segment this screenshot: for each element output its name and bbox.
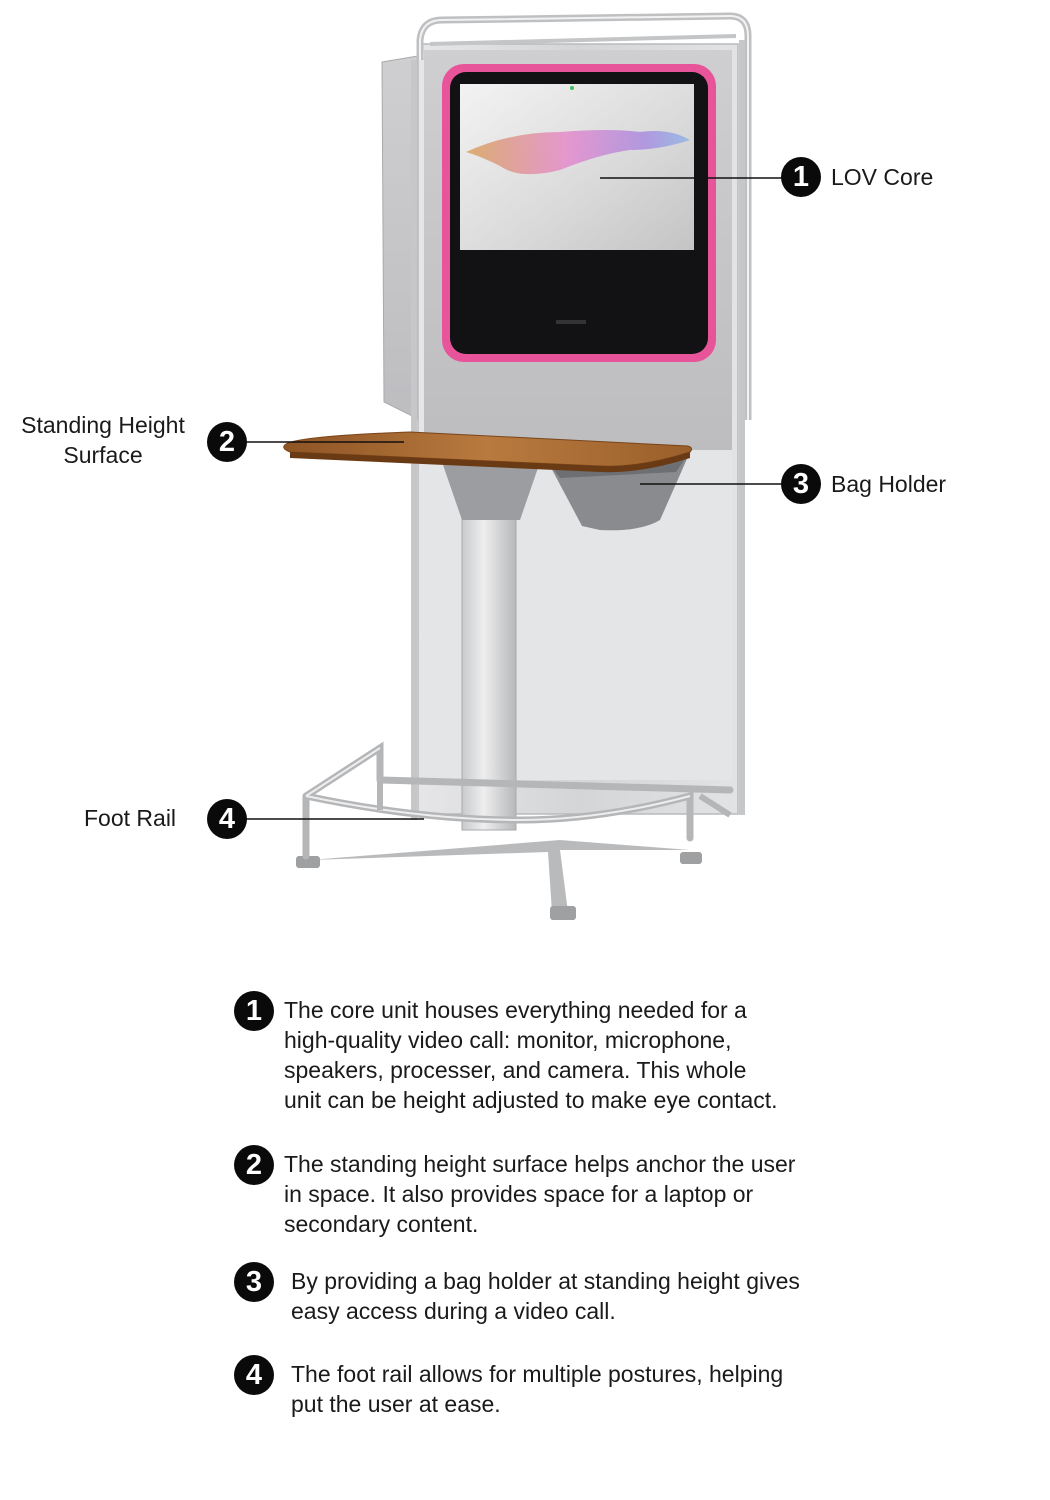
callout-label-lov-core: LOV Core	[831, 164, 934, 190]
callout-label-standing-surface: Standing Height Surface	[21, 412, 185, 468]
description-badge-2: 2	[234, 1145, 274, 1185]
monitor-screen	[460, 84, 694, 250]
callout-label-foot-rail: Foot Rail	[84, 805, 177, 831]
support-column	[461, 469, 517, 831]
callout-badge-1: 1	[781, 157, 821, 197]
description-text-2: The standing height surface helps anchor…	[284, 1151, 796, 1237]
description-text-4: The foot rail allows for multiple postur…	[291, 1361, 784, 1417]
screen-graphic	[466, 130, 690, 175]
description-badge-3: 3	[234, 1262, 274, 1302]
callout-badge-2: 2	[207, 422, 247, 462]
base-feet	[310, 840, 690, 912]
callout-badge-3: 3	[781, 464, 821, 504]
description-text-3: By providing a bag holder at standing he…	[291, 1268, 800, 1324]
callout-badge-4: 4	[207, 799, 247, 839]
description-text-1: The core unit houses everything needed f…	[284, 997, 778, 1113]
callout-label-bag-holder: Bag Holder	[831, 471, 947, 497]
description-badge-4: 4	[234, 1355, 274, 1395]
kiosk-illustration	[246, 12, 784, 920]
description-badge-1: 1	[234, 991, 274, 1031]
standing-surface	[283, 431, 693, 467]
